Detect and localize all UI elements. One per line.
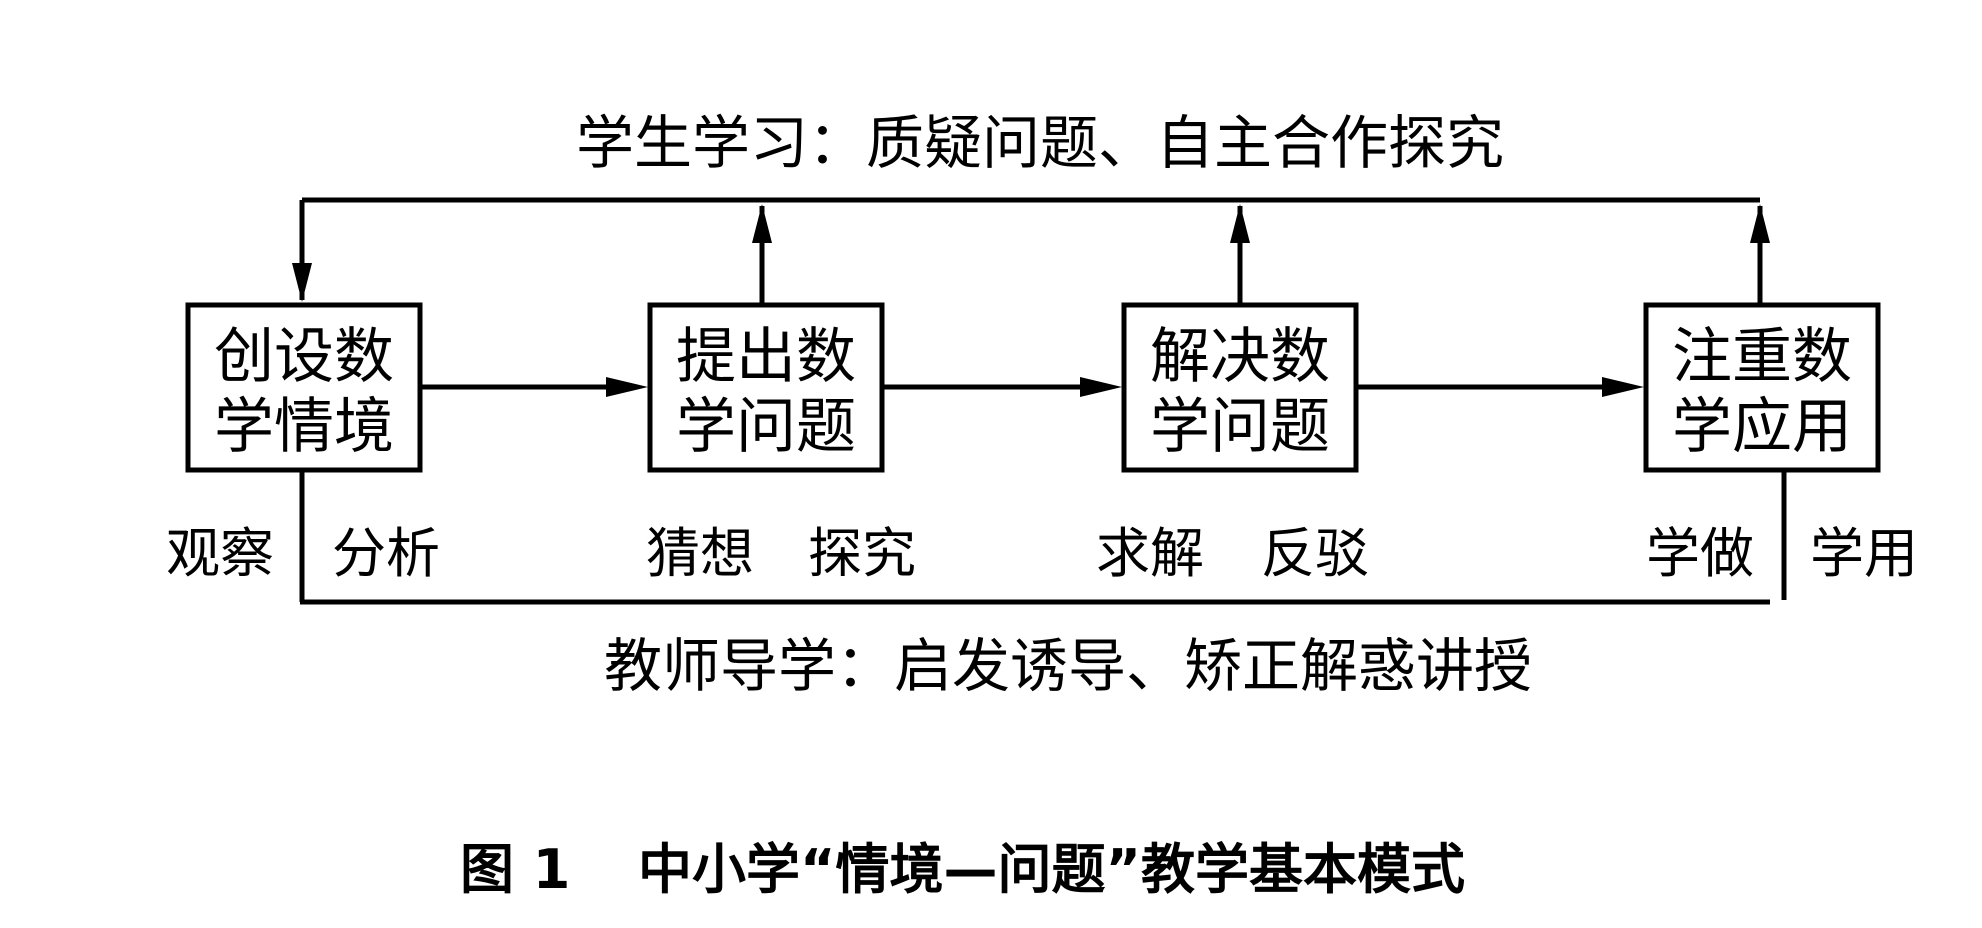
- label-refute: 反驳: [1261, 522, 1369, 585]
- box-2-line1: 提出数: [676, 322, 856, 392]
- box-create-situation: 创设数 学情境: [185, 302, 423, 473]
- box-4-line1: 注重数: [1672, 322, 1852, 392]
- figure-title: 中小学“情境—问题”教学基本模式: [638, 838, 1465, 901]
- up-arrow-head-2: [752, 204, 772, 243]
- flow-arrow-head-1: [606, 377, 648, 397]
- label-observe: 观察: [166, 522, 274, 585]
- box-4-line2: 学应用: [1672, 392, 1852, 462]
- box-apply-math: 注重数 学应用: [1643, 302, 1881, 473]
- flow-arrow-head-2: [1080, 377, 1122, 397]
- box-2-line2: 学问题: [676, 392, 856, 462]
- up-arrow-head-3: [1230, 204, 1250, 243]
- label-analyze: 分析: [332, 522, 440, 585]
- box-raise-problem: 提出数 学问题: [647, 302, 885, 473]
- teacher-guidance-label: 教师导学：启发诱导、矫正解惑讲授: [604, 632, 1532, 700]
- up-arrow-head-4: [1750, 204, 1770, 243]
- box-1-line1: 创设数: [214, 322, 394, 392]
- box-1-line2: 学情境: [214, 392, 394, 462]
- label-explore: 探究: [808, 522, 916, 585]
- label-learn-use: 学用: [1810, 522, 1918, 585]
- label-solve: 求解: [1096, 522, 1204, 585]
- label-conjecture: 猜想: [646, 522, 754, 585]
- down-arrow-head-1: [292, 263, 312, 302]
- student-learning-label: 学生学习：质疑问题、自主合作探究: [576, 109, 1504, 177]
- box-3-line2: 学问题: [1150, 392, 1330, 462]
- label-learn-do: 学做: [1646, 522, 1754, 585]
- box-3-line1: 解决数: [1150, 322, 1330, 392]
- figure-number: 图 1: [460, 838, 570, 901]
- flow-arrow-head-3: [1602, 377, 1644, 397]
- box-solve-problem: 解决数 学问题: [1121, 302, 1359, 473]
